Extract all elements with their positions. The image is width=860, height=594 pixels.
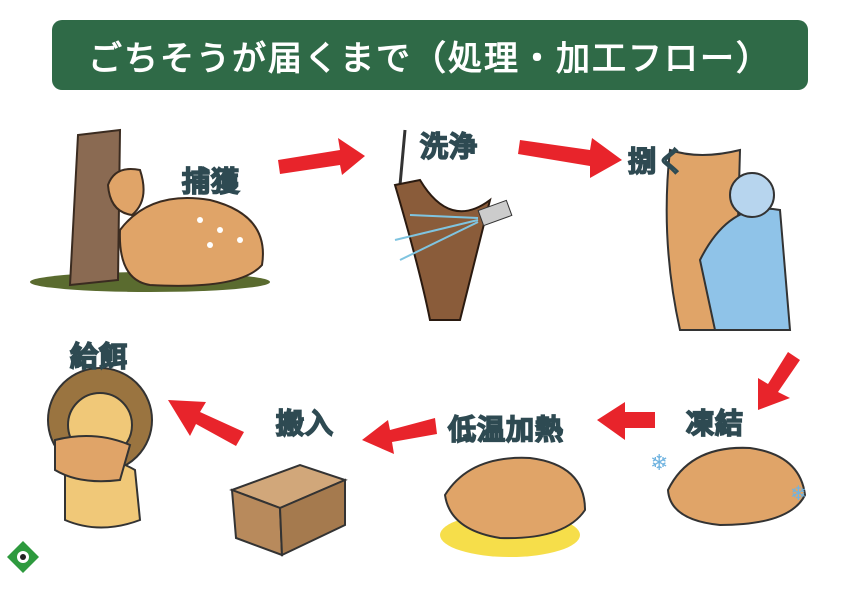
title-banner: ごちそうが届くまで（処理・加工フロー） <box>52 20 808 90</box>
lion-illustration <box>47 367 153 529</box>
deer-wash-illustration <box>393 129 513 321</box>
arrow-wash-to-butcher <box>518 138 622 178</box>
snowflake-icon: ❄ <box>790 481 807 505</box>
page-title: ごちそうが届くまで（処理・加工フロー） <box>88 38 772 79</box>
step-label-feeding: 給餌 <box>69 339 129 374</box>
arrow-heat-to-delivery <box>362 418 437 454</box>
deer-capture-illustration <box>30 128 270 292</box>
step-label-delivery: 搬入 <box>275 406 335 441</box>
arrow-freeze-to-heat <box>597 402 655 440</box>
cardboard-box-illustration <box>229 463 348 557</box>
butcher-illustration <box>665 148 792 331</box>
step-label-wash: 洗浄 <box>419 129 479 164</box>
arrow-delivery-to-feed <box>168 400 244 446</box>
step-label-capture: 捕獲 <box>181 164 241 199</box>
heated-deer-illustration <box>440 456 587 557</box>
snowflake-icon: ❄ <box>650 451 668 476</box>
step-label-butcher: 捌く <box>627 144 687 179</box>
step-label-low-temp-heating: 低温加熱 <box>447 412 565 447</box>
step-label-freeze: 凍結 <box>685 406 745 441</box>
arrow-butcher-to-freeze <box>758 352 800 410</box>
arrow-capture-to-wash <box>278 138 365 175</box>
frozen-deer-illustration: ❄ ❄ <box>650 446 807 527</box>
zoo-logo <box>7 541 39 573</box>
